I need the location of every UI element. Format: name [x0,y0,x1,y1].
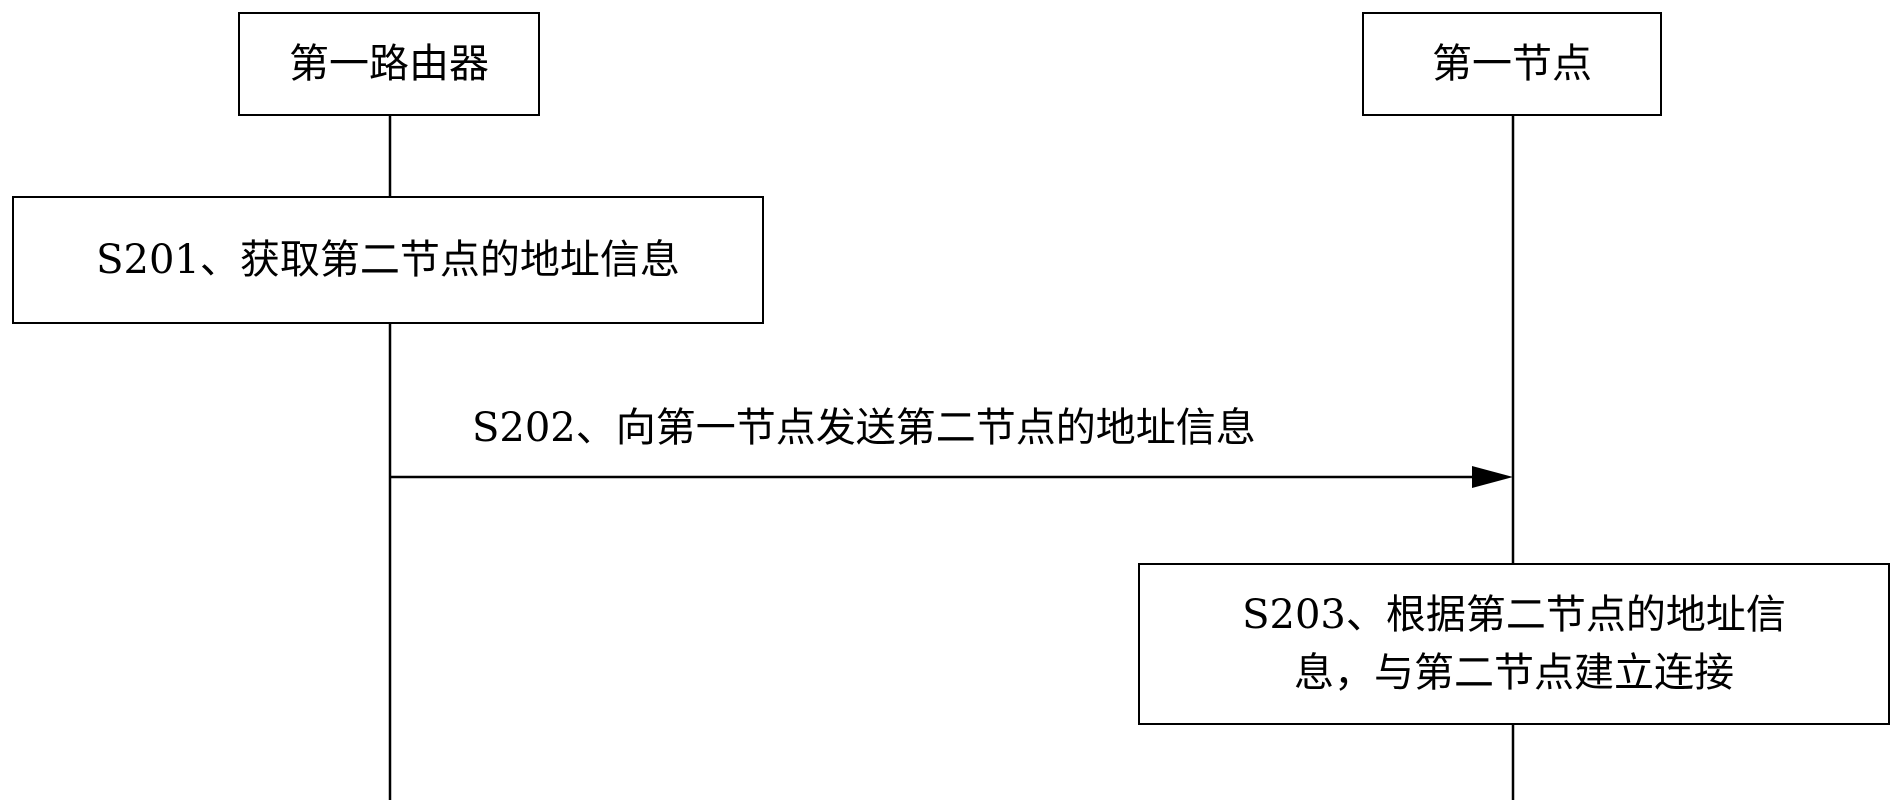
step-s203-label-line1: S203、根据第二节点的地址信 [1242,592,1786,638]
participant-router: 第一路由器 [238,12,540,116]
participant-node-label: 第一节点 [1432,41,1592,87]
participant-router-label: 第一路由器 [289,41,489,87]
step-s203-box: S203、根据第二节点的地址信 息，与第二节点建立连接 [1138,563,1890,725]
participant-node: 第一节点 [1362,12,1662,116]
step-s201-label: S201、获取第二节点的地址信息 [96,237,680,283]
step-s201-box: S201、获取第二节点的地址信息 [12,196,764,324]
step-s203-label-line2: 息，与第二节点建立连接 [1294,650,1734,696]
s202-arrow-head [1472,466,1513,488]
step-s202-label: S202、向第一节点发送第二节点的地址信息 [472,405,1256,451]
